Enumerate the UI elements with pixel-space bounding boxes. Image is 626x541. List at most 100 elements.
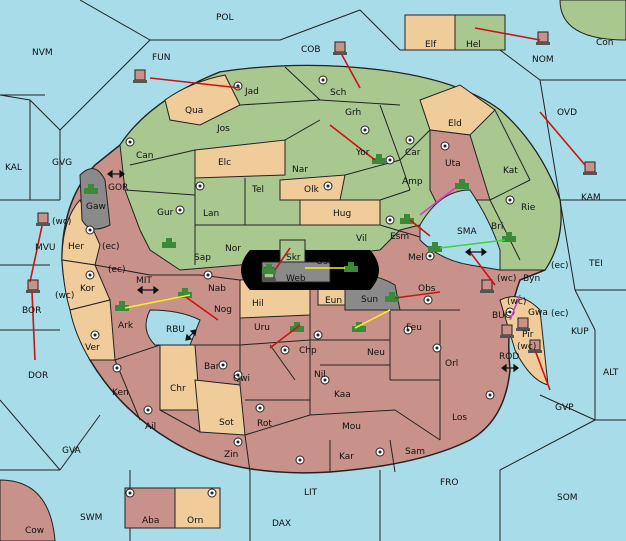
sea-label: DOR bbox=[28, 371, 48, 381]
land-label: Cow bbox=[25, 526, 44, 536]
land-label: Her bbox=[68, 242, 84, 252]
sea-label: SWM bbox=[80, 513, 102, 523]
army-icon bbox=[262, 264, 276, 274]
land-label: Elc bbox=[218, 158, 231, 168]
land-label: Nab bbox=[208, 284, 226, 294]
army-icon bbox=[385, 292, 399, 302]
coast-markers: (wc) (ec) (ec) (wc) (wc) (wc) (ec) (ec) … bbox=[52, 217, 569, 352]
fleet-icon bbox=[536, 31, 550, 45]
supply-centers bbox=[85, 75, 515, 498]
army-icon bbox=[502, 232, 516, 242]
coast-marker: (wc) bbox=[517, 342, 536, 352]
sea-label: Con bbox=[596, 38, 614, 48]
army-icon bbox=[178, 288, 192, 298]
land-label: Eun bbox=[325, 296, 342, 306]
land-label: Mou bbox=[342, 422, 361, 432]
army-icon bbox=[290, 322, 304, 332]
land-label: Esm bbox=[390, 232, 409, 242]
sea-label: GVP bbox=[555, 403, 574, 413]
fleet-icon bbox=[500, 324, 514, 338]
land-elf[interactable] bbox=[404, 14, 456, 51]
fleet-icon bbox=[133, 69, 147, 83]
land-label: Skr bbox=[286, 253, 301, 263]
land-label: Chp bbox=[299, 346, 317, 356]
land-label: Ken bbox=[112, 388, 129, 398]
sea-label: BOR bbox=[22, 306, 41, 316]
land-label: Qua bbox=[185, 106, 203, 116]
land-label: Bri bbox=[491, 222, 503, 232]
army-icon bbox=[428, 242, 442, 252]
sea-labels: POL NVM FUN COB NOM Con OVD KAL GVG GOR … bbox=[5, 13, 619, 529]
land-olk[interactable] bbox=[279, 174, 346, 201]
land-label: Olk bbox=[304, 185, 320, 195]
land-chr[interactable] bbox=[159, 344, 201, 411]
army-icon bbox=[84, 184, 98, 194]
sea-label: LIT bbox=[304, 488, 318, 498]
sea-label: ALT bbox=[603, 368, 619, 378]
coast-marker: (ec) bbox=[102, 242, 120, 252]
land-skr[interactable] bbox=[279, 239, 306, 263]
army-icon bbox=[115, 301, 129, 311]
land-label: Nor bbox=[225, 244, 241, 254]
land-label: Aba bbox=[142, 516, 159, 526]
coast-marker: (ec) bbox=[551, 261, 569, 271]
land-label: Jos bbox=[216, 124, 230, 134]
sea-label: NVM bbox=[32, 48, 53, 58]
land-eld[interactable] bbox=[419, 84, 496, 136]
land-label: Hel bbox=[466, 40, 481, 50]
armies bbox=[84, 154, 516, 332]
land-label: Kar bbox=[339, 452, 354, 462]
red-borders bbox=[94, 264, 460, 473]
land-label: Grh bbox=[345, 108, 361, 118]
land-label: Zin bbox=[224, 450, 238, 460]
sea-label: FRO bbox=[440, 478, 459, 488]
army-icon bbox=[162, 238, 176, 248]
sea-label: FUN bbox=[152, 53, 171, 63]
land-label: Sun bbox=[361, 295, 378, 305]
sea-label: MVU bbox=[35, 243, 56, 253]
sea-label: KAL bbox=[5, 163, 22, 173]
sea-label: DAX bbox=[272, 519, 291, 529]
land-web-inner[interactable] bbox=[261, 261, 331, 283]
sea-label: KUP bbox=[571, 327, 589, 337]
land-label: Sam bbox=[405, 447, 425, 457]
land-label: Uru bbox=[254, 323, 270, 333]
land-label: Can bbox=[136, 151, 154, 161]
land-label: Neu bbox=[367, 348, 385, 358]
land-con[interactable] bbox=[559, 0, 626, 41]
land-label: Rie bbox=[521, 203, 536, 213]
fleet-icon bbox=[26, 279, 40, 293]
land-label: Pir bbox=[522, 330, 534, 340]
land-label: Sch bbox=[330, 88, 346, 98]
land-label: Ver bbox=[85, 343, 100, 353]
land-label: Chr bbox=[170, 384, 186, 394]
canal-arrows bbox=[107, 169, 519, 373]
order-arrows bbox=[29, 27, 586, 391]
land-label: Uta bbox=[445, 159, 461, 169]
land-label: Orn bbox=[187, 516, 203, 526]
land-label: Hil bbox=[252, 299, 264, 309]
land-label: Jad bbox=[244, 87, 259, 97]
land-label: Kat bbox=[503, 166, 518, 176]
land-label: Sap bbox=[194, 253, 211, 263]
land-ver[interactable] bbox=[69, 299, 116, 361]
land-label: Elf bbox=[425, 40, 437, 50]
land-labels: Elf Hel Jad Sch Qua Jos Grh Eld Can Elc … bbox=[25, 40, 548, 536]
sea-label: GVG bbox=[52, 158, 72, 168]
sea-label: RBU bbox=[166, 325, 185, 335]
land-label: Nog bbox=[214, 305, 232, 315]
army-icon bbox=[372, 154, 386, 164]
land-label: Hug bbox=[333, 209, 351, 219]
army-icon bbox=[400, 214, 414, 224]
land-label: Tel bbox=[251, 185, 264, 195]
land-label: Mel bbox=[408, 253, 424, 263]
coast-marker: (wc) bbox=[52, 217, 71, 227]
coast-marker: (wc) bbox=[497, 274, 516, 284]
land-gaw[interactable] bbox=[79, 168, 111, 230]
land-qua[interactable] bbox=[164, 74, 241, 126]
fleet-icon bbox=[36, 212, 50, 226]
coast-marker: (wc) bbox=[55, 291, 74, 301]
land-label: Lan bbox=[203, 209, 219, 219]
fleets bbox=[26, 31, 597, 353]
